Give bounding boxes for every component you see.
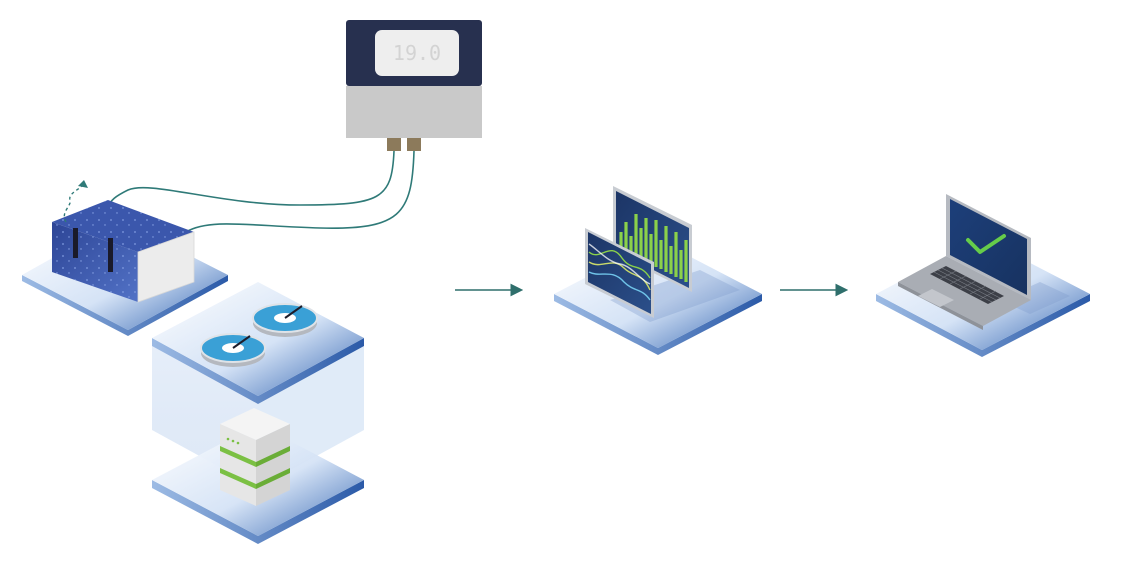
server-band-2-right [256, 468, 290, 489]
server-band-1-left [220, 446, 256, 467]
air-bubble-path [63, 185, 83, 223]
line-chart-monitor [585, 228, 654, 318]
server-led-3 [236, 441, 240, 445]
laptop [898, 194, 1031, 330]
server-box [220, 408, 290, 506]
sensor-probe-2 [108, 238, 113, 272]
controller-body [346, 86, 482, 138]
controller-display [375, 30, 459, 76]
bar-chart-bars [619, 214, 688, 282]
server-band-2-left [220, 468, 256, 489]
controller-display-value: 19.0 [393, 41, 441, 65]
controller-unit: 19.0 [346, 20, 482, 151]
clarifier-server-stack [152, 282, 364, 544]
connector-left [387, 138, 401, 151]
tank-bubbles-top [52, 200, 194, 252]
bar-chart-monitor [613, 186, 692, 292]
clarifier-tank-2 [200, 333, 266, 367]
line-chart-lines [588, 243, 651, 301]
server-left [220, 424, 256, 506]
checkmark-icon [966, 234, 1006, 254]
aeration-tank [52, 180, 195, 303]
connector-right [407, 138, 421, 151]
air-bubble-arrow-icon [78, 180, 88, 188]
tank-wall-side [137, 231, 195, 303]
server-band-1-right [256, 446, 290, 467]
server-led-1 [226, 437, 230, 441]
sensor-probe-1 [73, 228, 78, 258]
laptop-trackpad [918, 289, 954, 307]
laptop-key-grid [933, 267, 1001, 303]
cable-1 [107, 150, 395, 209]
server-led-2 [231, 439, 235, 443]
clarifier-tank-1 [252, 303, 318, 337]
server-right [256, 424, 290, 506]
server-top [220, 408, 290, 440]
